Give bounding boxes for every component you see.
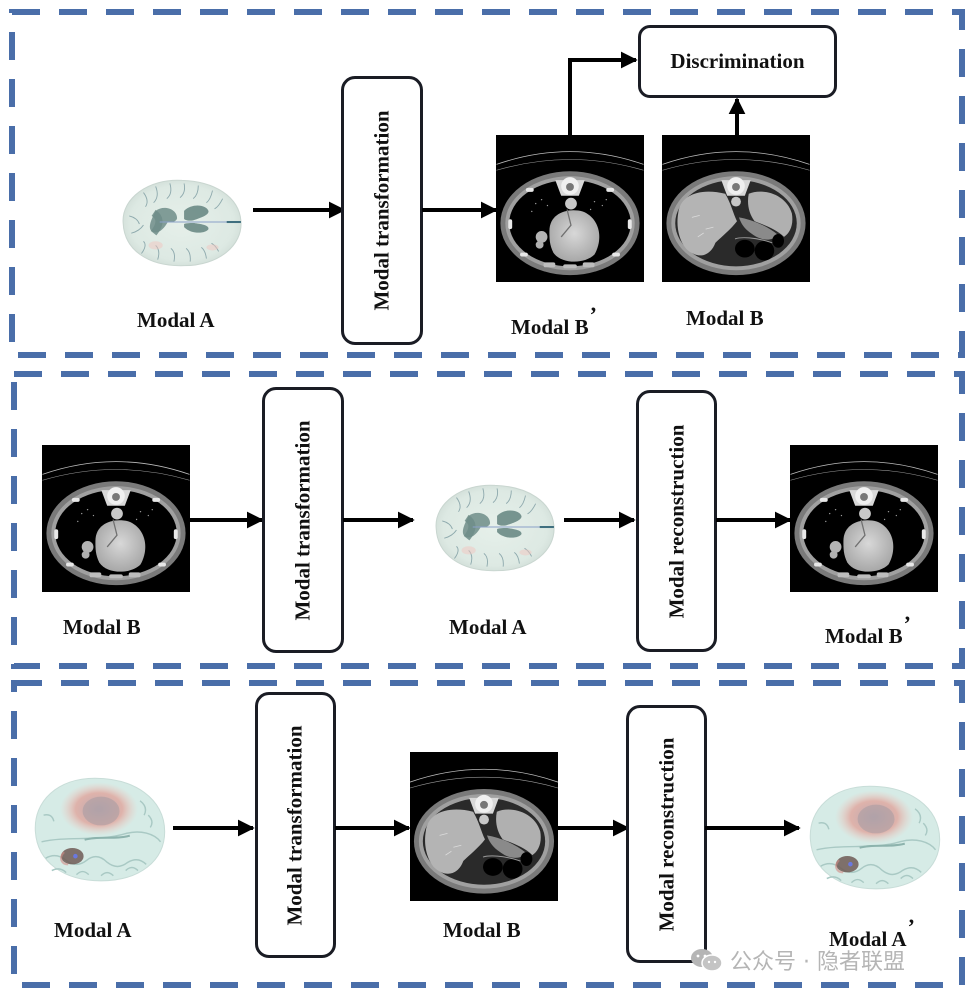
label-modal-a: Modal A xyxy=(137,308,215,332)
watermark-text: 公众号 · 隐者联盟 xyxy=(730,950,905,975)
brain-mri-tumor-reconstructed-image xyxy=(802,778,946,896)
arrow-transform-to-a xyxy=(343,511,415,529)
arrow-transform-to-b-prime xyxy=(422,201,498,219)
brain-mri-intermediate-image xyxy=(426,475,558,577)
abdomen-ct-real-image xyxy=(662,135,810,282)
label-modal-a-prime: Modal A’ xyxy=(829,914,915,952)
dashed-border xyxy=(11,371,965,669)
dashed-border xyxy=(9,9,965,358)
prime-mark: ’ xyxy=(903,611,911,636)
panel-a-cycle: Modal A Modal transformation Modal B Mod… xyxy=(0,670,974,1000)
label-modal-a: Modal A xyxy=(449,615,527,639)
modal-transformation-box: Modal transformation xyxy=(262,387,344,653)
discrimination-box: Discrimination xyxy=(638,25,837,98)
modal-transformation-label: Modal transformation xyxy=(290,419,315,621)
label-modal-b-prime: Modal B’ xyxy=(511,302,597,340)
label-modal-b-prime: Modal B’ xyxy=(825,611,911,649)
modal-transformation-box: Modal transformation xyxy=(341,76,423,345)
arrow-reconstruction-to-b-prime xyxy=(716,511,792,529)
abdomen-ct-intermediate-image xyxy=(410,752,558,901)
modal-transformation-box: Modal transformation xyxy=(255,692,336,958)
arrow-a-to-transform xyxy=(173,819,255,837)
modal-transformation-label: Modal transformation xyxy=(369,110,394,311)
dashed-border xyxy=(11,680,965,988)
modal-reconstruction-label: Modal reconstruction xyxy=(664,424,688,618)
chest-ct-generated-image xyxy=(496,135,644,282)
label-text: Modal B xyxy=(825,624,903,648)
arrow-reconstruction-to-a-prime xyxy=(705,819,801,837)
brain-mri-tumor-input-image xyxy=(27,770,171,888)
label-text: Modal A xyxy=(829,927,907,951)
modal-reconstruction-box: Modal reconstruction xyxy=(636,390,717,652)
label-modal-b: Modal B xyxy=(443,918,521,942)
label-text: Modal B xyxy=(511,315,589,339)
label-modal-b: Modal B xyxy=(686,306,764,330)
label-modal-a: Modal A xyxy=(54,918,132,942)
panel-adversarial-discrimination: Modal A Modal transformation Modal B’ Mo… xyxy=(0,0,974,360)
arrow-a-to-reconstruction xyxy=(564,511,636,529)
arrow-b-to-reconstruction xyxy=(558,819,630,837)
label-modal-b: Modal B xyxy=(63,615,141,639)
arrow-transform-to-b xyxy=(335,819,411,837)
watermark: 公众号 · 隐者联盟 xyxy=(690,944,905,976)
modal-reconstruction-label: Modal reconstruction xyxy=(654,737,678,931)
panel-b-cycle: Modal B Modal transformation Modal A Mod… xyxy=(0,360,974,670)
prime-mark: ’ xyxy=(589,302,597,327)
modal-reconstruction-box: Modal reconstruction xyxy=(626,705,707,963)
arrow-a-to-transform xyxy=(253,201,346,219)
arrow-b-prime-to-discrimination xyxy=(568,51,638,137)
chest-ct-reconstructed-image xyxy=(790,445,938,592)
wechat-icon xyxy=(691,949,723,972)
chest-ct-input-image xyxy=(42,445,190,592)
brain-mri-image xyxy=(113,170,245,272)
prime-mark: ’ xyxy=(907,914,915,939)
arrow-b-to-transform xyxy=(188,511,264,529)
modal-transformation-label: Modal transformation xyxy=(283,724,308,926)
arrow-b-to-discrimination xyxy=(728,97,746,136)
